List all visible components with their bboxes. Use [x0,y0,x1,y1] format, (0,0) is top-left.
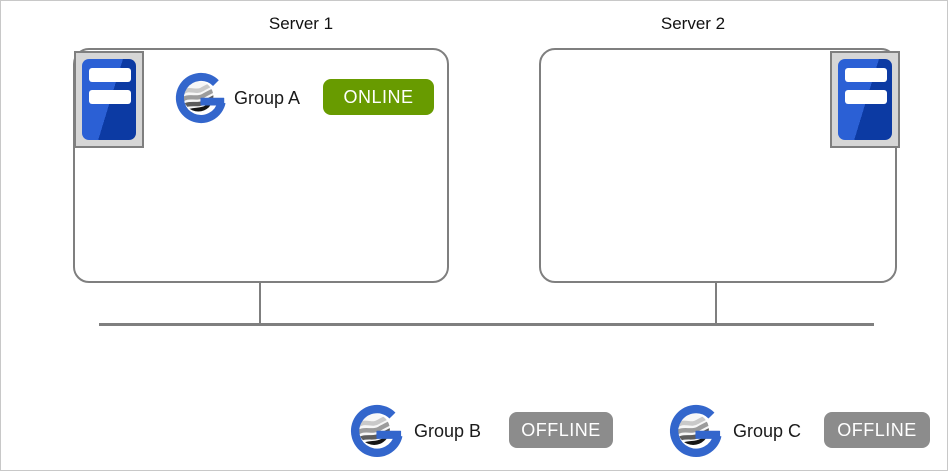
group-label: Group C [733,421,802,441]
availability-group-icon [349,403,405,459]
server-tower-icon [830,51,900,148]
server-slot-bar [89,90,131,104]
group-label: Group A [234,88,301,108]
server-slot-bar [845,68,887,82]
connector-line-server1 [259,282,261,324]
connector-line-server2 [715,282,717,324]
group-label: Group B [414,421,482,441]
server-tower-body [82,59,136,140]
server1-title: Server 1 [268,14,334,33]
status-badge: OFFLINE [824,412,930,448]
availability-group-icon [174,71,228,125]
server-slot-bar [89,68,131,82]
server2-title: Server 2 [660,14,726,33]
server-slot-bar [845,90,887,104]
server-tower-body [838,59,892,140]
server-tower-icon [74,51,144,148]
network-bus-line [99,323,874,326]
availability-group-icon [668,403,724,459]
status-badge: OFFLINE [509,412,613,448]
status-badge: ONLINE [323,79,434,115]
